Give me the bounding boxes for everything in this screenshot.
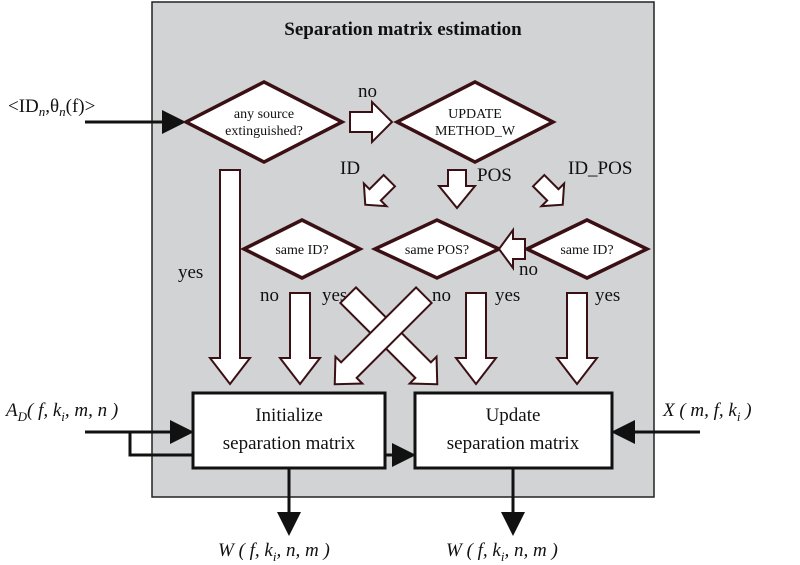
block-arrow-no-samepos-cross: [333, 285, 434, 386]
block-arrow-no-right: [497, 226, 526, 272]
input-a-branch-line: [128, 432, 193, 457]
panel-title: Separation matrix estimation: [284, 19, 522, 40]
decision-update-method-line2: METHOD_W: [435, 124, 516, 139]
label-yes-left: yes: [178, 262, 203, 283]
label-yes-sameid-right: yes: [595, 285, 620, 306]
decision-source-extinguished-line1: any source: [234, 107, 294, 122]
decision-source-extinguished-line2: extinguished?: [225, 124, 303, 139]
decision-update-method: [393, 80, 557, 164]
box-initialize-line1: Initialize: [255, 405, 323, 426]
output-right-label: W ( f, ki, n, m ): [446, 540, 558, 564]
block-arrow-no-sameid-left: [277, 292, 323, 386]
input-a-label: AD( f, ki, m, n ): [4, 400, 118, 424]
decision-source-extinguished: [182, 80, 346, 164]
block-arrow-pos: [436, 169, 478, 210]
label-no-top: no: [358, 81, 377, 102]
box-initialize-line2: separation matrix: [223, 433, 356, 454]
label-id-branch: ID: [340, 158, 360, 179]
label-id-pos-branch: ID_POS: [568, 158, 632, 179]
label-no-sameid-left: no: [260, 285, 279, 306]
block-arrow-id: [362, 173, 397, 208]
label-no-sameid-right: no: [519, 259, 538, 280]
decision-same-id-left-text: same ID?: [275, 243, 328, 258]
box-update-line2: separation matrix: [447, 433, 580, 454]
label-yes-sameid-left: yes: [322, 285, 347, 306]
label-pos-branch: POS: [477, 165, 512, 186]
decision-same-id-left: [240, 218, 364, 280]
box-initialize-separation-matrix: [191, 391, 387, 470]
label-yes-samepos: yes: [495, 285, 520, 306]
input-id-theta-label: <IDn,θn(f)>: [8, 96, 95, 119]
block-arrow-yes-samepos: [453, 292, 499, 386]
output-left-label: W ( f, ki, n, m ): [218, 540, 330, 564]
block-arrow-yes-sameid-right: [554, 292, 600, 386]
label-no-samepos: no: [432, 285, 451, 306]
decision-same-pos-text: same POS?: [405, 243, 469, 258]
decision-same-id-right: [522, 218, 652, 280]
block-arrow-yes-left: [207, 169, 253, 386]
input-x-label: X ( m, f, ki ): [662, 400, 752, 424]
block-arrow-id-pos: [531, 173, 566, 208]
decision-update-method-line1: UPDATE: [448, 107, 502, 122]
block-arrow-no-top: [349, 99, 394, 145]
box-update-line1: Update: [486, 405, 541, 426]
decision-same-id-right-text: same ID?: [560, 243, 613, 258]
